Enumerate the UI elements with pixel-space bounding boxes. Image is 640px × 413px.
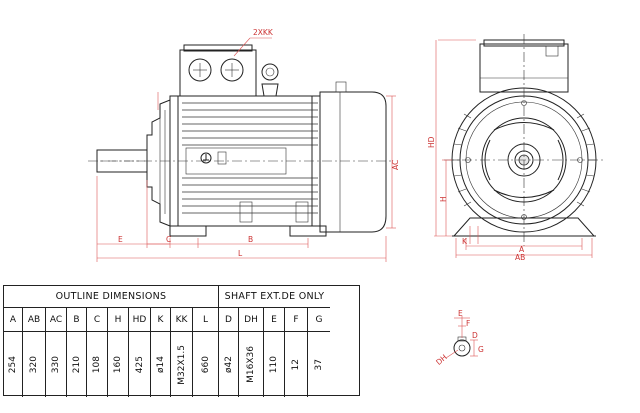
table-title-outline: OUTLINE DIMENSIONS <box>4 286 219 308</box>
shaft-label-F: F <box>466 319 470 328</box>
header-F: F <box>285 308 308 332</box>
header-DH: DH <box>239 308 264 332</box>
value-K: ø14 <box>151 332 171 397</box>
value-AC: 330 <box>46 332 67 397</box>
foot-front <box>169 225 207 237</box>
header-HD: HD <box>129 308 151 332</box>
header-H: H <box>108 308 129 332</box>
label-E: E <box>118 235 123 244</box>
label-terminal: 2XKK <box>253 28 274 37</box>
value-D: ø42 <box>219 332 239 397</box>
value-L: 660 <box>193 332 219 397</box>
label-C: C <box>166 235 171 244</box>
shaft-label-D: D <box>472 331 478 340</box>
header-A: A <box>4 308 23 332</box>
value-DH: M16X36 <box>239 332 264 397</box>
label-AB: AB <box>515 253 525 262</box>
shaft-label-DH: DH <box>434 353 449 367</box>
header-D: D <box>219 308 239 332</box>
label-A: A <box>519 245 525 254</box>
front-dimensions <box>434 39 593 258</box>
label-K: K <box>462 237 468 246</box>
front-view <box>444 34 604 246</box>
header-AC: AC <box>46 308 67 332</box>
value-HD: 425 <box>129 332 151 397</box>
value-A: 254 <box>4 332 23 397</box>
shaft-label-G: G <box>478 345 484 354</box>
header-L: L <box>193 308 219 332</box>
label-HD: HD <box>427 136 436 148</box>
label-H: H <box>439 196 448 202</box>
fan-cover <box>319 91 387 233</box>
header-E: E <box>264 308 285 332</box>
cooling-fins <box>182 102 318 214</box>
value-H: 160 <box>108 332 129 397</box>
header-K: K <box>151 308 171 332</box>
table-title-shaft: SHAFT EXT.DE ONLY <box>219 286 330 308</box>
header-C: C <box>87 308 108 332</box>
ground-symbol <box>200 152 212 164</box>
header-G: G <box>308 308 330 332</box>
dimension-table: OUTLINE DIMENSIONS SHAFT EXT.DE ONLY A A… <box>3 285 360 397</box>
value-F: 12 <box>285 332 308 397</box>
label-AC: AC <box>391 160 400 170</box>
header-KK: KK <box>171 308 193 332</box>
value-E: 110 <box>264 332 285 397</box>
foot-rear <box>289 225 327 237</box>
terminal-box <box>179 44 257 97</box>
value-C: 108 <box>87 332 108 397</box>
side-dimensions <box>96 37 396 262</box>
shaft-label-E: E <box>458 309 463 318</box>
side-view <box>88 44 394 237</box>
label-L: L <box>238 249 243 258</box>
lifting-eye <box>261 63 279 81</box>
header-B: B <box>67 308 87 332</box>
value-AB: 320 <box>23 332 46 397</box>
front-end-shield <box>146 99 171 227</box>
value-G: 37 <box>314 358 324 371</box>
shaft-detail <box>445 316 478 359</box>
label-B: B <box>248 235 253 244</box>
value-B: 210 <box>67 332 87 397</box>
header-AB: AB <box>23 308 46 332</box>
value-KK: M32X1.5 <box>171 332 193 397</box>
